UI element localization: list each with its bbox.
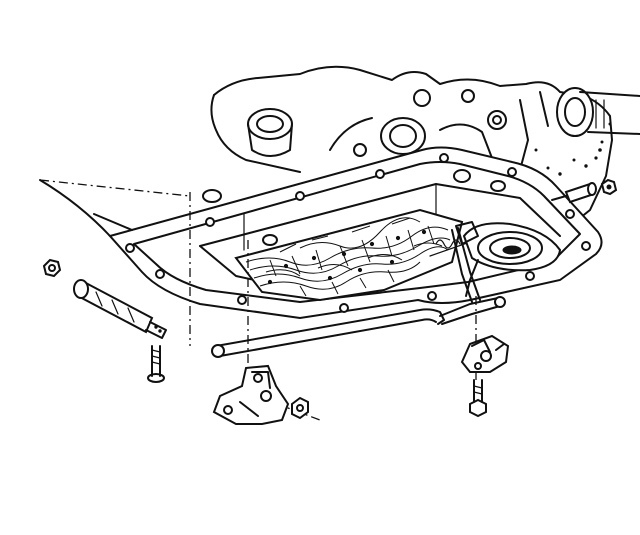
case-edge-line — [39, 179, 111, 237]
bolt-right — [469, 379, 487, 418]
bolt-left — [147, 345, 165, 383]
rod-left — [73, 279, 167, 339]
nut-left — [42, 258, 62, 278]
case-rib-line — [93, 213, 133, 231]
valve-body — [234, 208, 471, 302]
nut-center — [291, 396, 309, 420]
pin-upper-right — [551, 182, 597, 204]
detent-bracket-left — [212, 364, 290, 425]
oil-strainer-ring — [455, 221, 562, 297]
detent-bracket-right — [460, 334, 510, 373]
transmission-case — [210, 65, 640, 227]
nut-upper-right — [600, 178, 618, 196]
